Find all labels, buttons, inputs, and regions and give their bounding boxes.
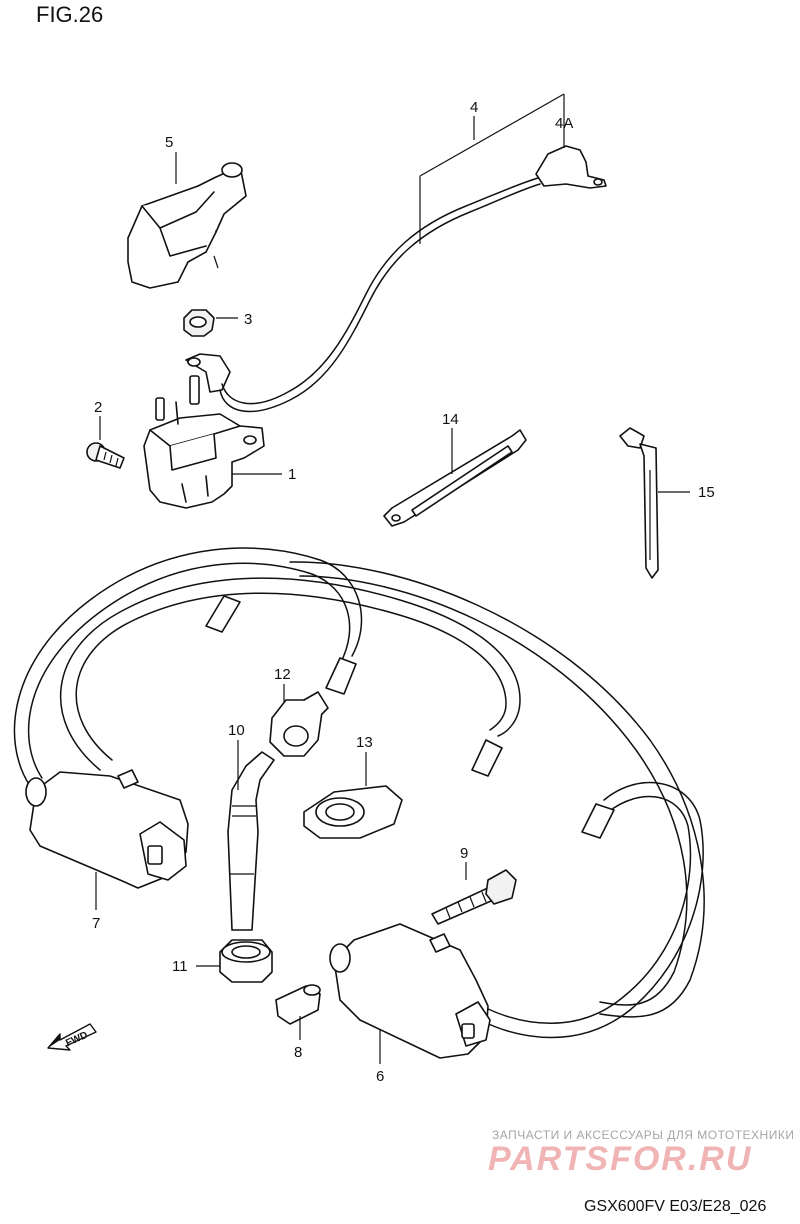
callout-6: 6 bbox=[376, 1068, 384, 1085]
callout-15: 15 bbox=[698, 484, 715, 501]
callout-5: 5 bbox=[165, 134, 173, 151]
callout-10: 10 bbox=[228, 722, 245, 739]
callout-13: 13 bbox=[356, 734, 373, 751]
model-code: GSX600FV E03/E28_026 bbox=[584, 1198, 767, 1215]
callout-11: 11 bbox=[172, 958, 188, 975]
part-14-strap[interactable] bbox=[383, 429, 527, 527]
part-4a-terminal[interactable] bbox=[535, 145, 607, 189]
callout-7: 7 bbox=[92, 915, 100, 932]
callout-4a: 4A bbox=[555, 115, 573, 132]
callout-8: 8 bbox=[294, 1044, 302, 1061]
callout-12: 12 bbox=[274, 666, 291, 683]
callout-14: 14 bbox=[442, 411, 459, 428]
part-9-bolt[interactable] bbox=[431, 869, 517, 925]
part-12-boot[interactable] bbox=[269, 691, 329, 757]
callout-9: 9 bbox=[460, 845, 468, 862]
part-15-cable-tie[interactable] bbox=[619, 427, 659, 579]
part-8-collar[interactable] bbox=[275, 984, 321, 1025]
figure-title: FIG.26 bbox=[36, 2, 104, 27]
part-4-wire[interactable] bbox=[219, 177, 541, 413]
callout-1: 1 bbox=[288, 466, 296, 483]
plug-leads bbox=[13, 547, 705, 1039]
callout-4: 4 bbox=[470, 99, 478, 116]
part-5-cover[interactable] bbox=[127, 162, 247, 289]
callout-2: 2 bbox=[94, 399, 102, 416]
part-10-plug-cap[interactable] bbox=[227, 751, 275, 931]
part-2-bolt[interactable] bbox=[86, 442, 125, 469]
part-7-ignition-coil[interactable] bbox=[25, 769, 189, 889]
callout-3: 3 bbox=[244, 311, 252, 328]
watermark-tagline: ЗАПЧАСТИ И АКСЕССУАРЫ ДЛЯ МОТОТЕХНИКИ bbox=[492, 1128, 795, 1142]
watermark-brand: PARTSFOR.RU bbox=[488, 1140, 753, 1178]
part-6-ignition-coil[interactable] bbox=[329, 923, 491, 1059]
fwd-label: FWD bbox=[64, 1030, 89, 1049]
part-3-nut[interactable] bbox=[183, 309, 215, 337]
fwd-arrow-icon: FWD bbox=[47, 1023, 97, 1051]
part-11-seal[interactable] bbox=[219, 939, 273, 983]
part-1-relay[interactable] bbox=[143, 353, 265, 509]
part-13-grommet[interactable] bbox=[303, 785, 403, 839]
leader-4-bracket-top bbox=[419, 93, 565, 177]
